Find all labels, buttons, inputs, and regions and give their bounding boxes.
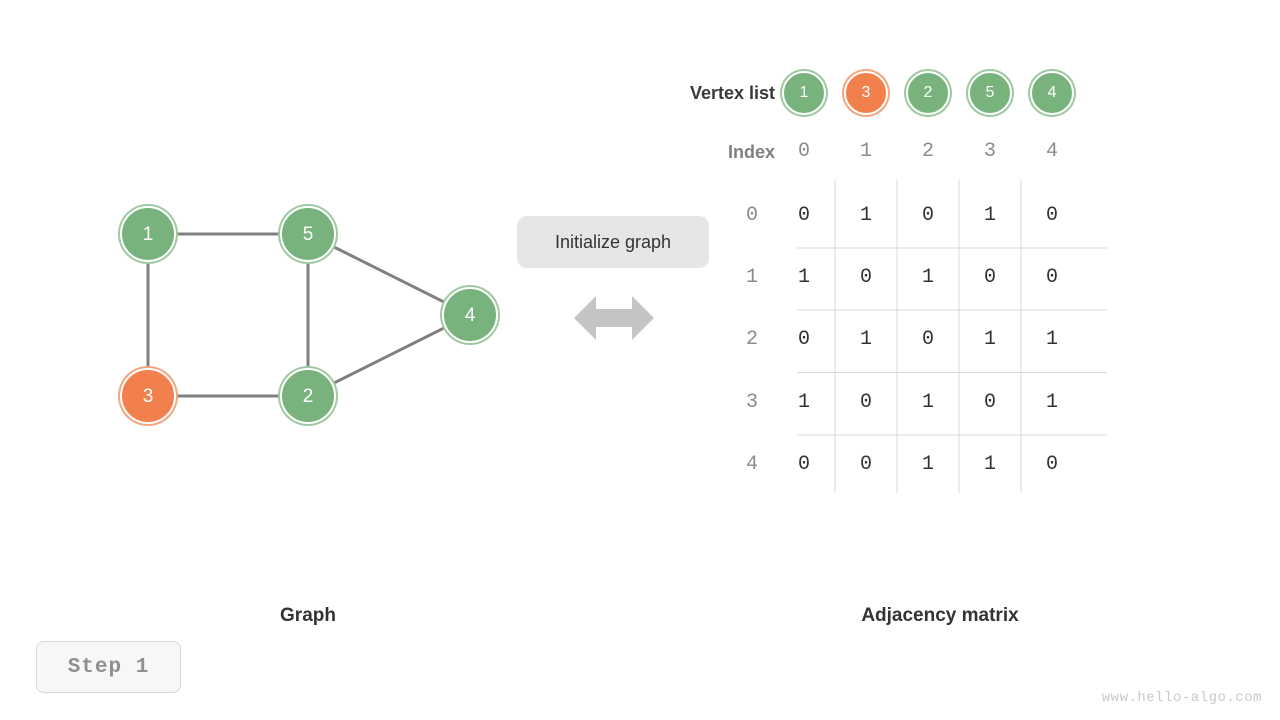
- matrix-cell-4-3[interactable]: 1: [983, 453, 996, 476]
- matrix-cell-1-3[interactable]: 0: [983, 266, 996, 289]
- graph-node-3[interactable]: 3: [120, 368, 176, 424]
- step-badge: Step 1: [36, 641, 181, 693]
- matrix-cell-3-4[interactable]: 1: [1045, 391, 1058, 414]
- matrix-cell-1-4[interactable]: 0: [1045, 266, 1058, 289]
- matrix-cell-0-2[interactable]: 0: [921, 204, 934, 227]
- matrix-cell-4-4[interactable]: 0: [1045, 453, 1058, 476]
- matrix-cell-2-3[interactable]: 1: [983, 328, 996, 351]
- conversion-bridge: Initialize graph: [500, 200, 730, 360]
- matrix-gridlines: [797, 180, 1107, 493]
- matrix-cell-4-0[interactable]: 0: [797, 453, 810, 476]
- matrix-cell-2-1[interactable]: 1: [859, 328, 872, 351]
- index-number-2: 2: [921, 140, 934, 163]
- vertex-list-item-5[interactable]: 5: [968, 71, 1012, 115]
- graph-edge: [307, 232, 471, 317]
- graph-caption: Graph: [280, 605, 336, 626]
- matrix-cell-4-1[interactable]: 0: [859, 453, 872, 476]
- index-number-1: 1: [859, 140, 872, 163]
- matrix-cell-0-4[interactable]: 0: [1045, 204, 1058, 227]
- matrix-cell-1-2[interactable]: 1: [921, 266, 934, 289]
- vertex-list-item-3[interactable]: 3: [844, 71, 888, 115]
- index-number-0: 0: [797, 140, 810, 163]
- row-index-4: 4: [745, 453, 758, 476]
- graph-edges: [146, 232, 471, 398]
- row-index-2: 2: [745, 328, 758, 351]
- row-index-3: 3: [745, 391, 758, 414]
- matrix-cell-2-2[interactable]: 0: [921, 328, 934, 351]
- vertex-list-item-4[interactable]: 4: [1030, 71, 1074, 115]
- initialize-graph-label: Initialize graph: [554, 231, 672, 252]
- matrix-cell-3-2[interactable]: 1: [921, 391, 934, 414]
- adjacency-matrix-caption: Adjacency matrix: [861, 605, 1019, 626]
- watermark: www.hello-algo.com: [1101, 690, 1262, 706]
- matrix-cell-1-1[interactable]: 0: [859, 266, 872, 289]
- matrix-cell-0-3[interactable]: 1: [983, 204, 996, 227]
- graph-node-5[interactable]: 5: [280, 206, 336, 262]
- row-index-1: 1: [745, 266, 758, 289]
- vertex-list-item-1[interactable]: 1: [782, 71, 826, 115]
- initialize-graph-pill: Initialize graph: [517, 216, 709, 268]
- matrix-cell-1-0[interactable]: 1: [797, 266, 810, 289]
- index-label: Index: [727, 142, 775, 162]
- index-number-4: 4: [1045, 140, 1058, 163]
- matrix-cell-4-2[interactable]: 1: [921, 453, 934, 476]
- index-number-3: 3: [983, 140, 996, 163]
- graph-node-4[interactable]: 4: [442, 287, 498, 343]
- graph-panel: 1 5 4 3 2: [0, 0, 520, 560]
- matrix-cell-0-1[interactable]: 1: [859, 204, 872, 227]
- matrix-cell-3-0[interactable]: 1: [797, 391, 810, 414]
- graph-node-1[interactable]: 1: [120, 206, 176, 262]
- step-badge-label: Step 1: [67, 655, 150, 679]
- matrix-cell-3-1[interactable]: 0: [859, 391, 872, 414]
- graph-edge: [307, 313, 471, 398]
- double-arrow-icon: [574, 296, 654, 340]
- vertex-list-item-2[interactable]: 2: [906, 71, 950, 115]
- matrix-cell-0-0[interactable]: 0: [797, 204, 810, 227]
- graph-node-2[interactable]: 2: [280, 368, 336, 424]
- matrix-cell-3-3[interactable]: 0: [983, 391, 996, 414]
- vertex-list-label: Vertex list: [689, 83, 775, 103]
- row-index-0: 0: [745, 204, 758, 227]
- matrix-cell-2-0[interactable]: 0: [797, 328, 810, 351]
- matrix-cell-2-4[interactable]: 1: [1045, 328, 1058, 351]
